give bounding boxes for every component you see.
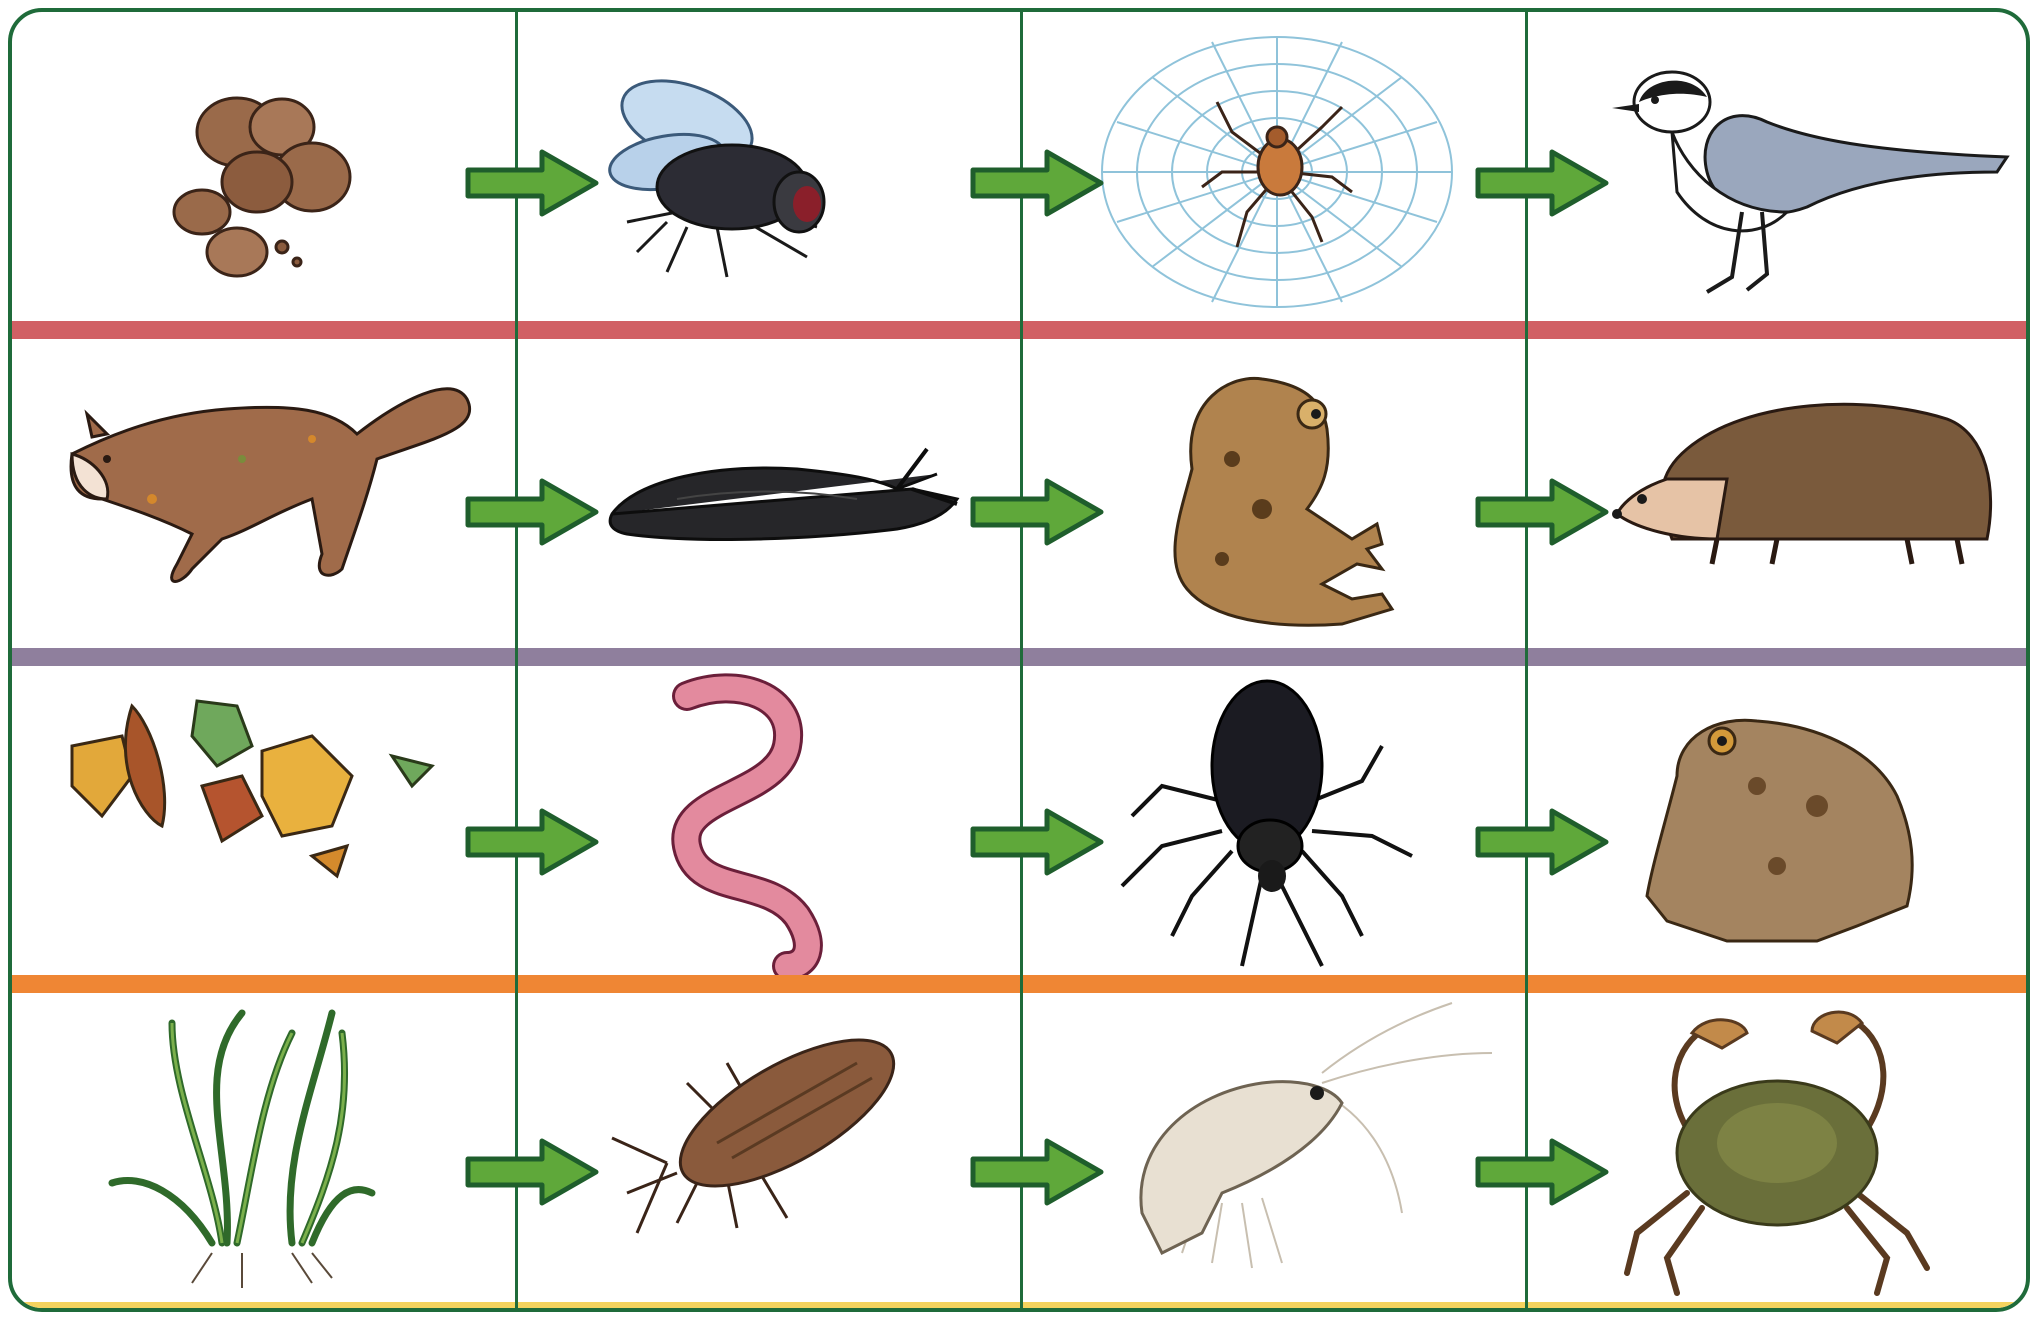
right-arrow-icon [464,807,604,877]
row-2-color-band [12,648,2026,666]
right-arrow-icon [464,1137,604,1207]
right-arrow-icon [1474,477,1614,547]
right-arrow-icon [1474,148,1614,218]
row-4-color-band [12,1302,2026,1312]
row-3-color-band [12,975,2026,993]
right-arrow-icon [969,807,1109,877]
dead-leaves-icon [12,666,512,975]
right-arrow-icon [969,1137,1109,1207]
right-arrow-icon [464,148,604,218]
dead-fox-icon [12,339,512,648]
row-1-color-band [12,321,2026,339]
right-arrow-icon [969,477,1109,547]
seagrass-icon [12,993,512,1302]
food-chain-board [8,8,2030,1312]
right-arrow-icon [1474,1137,1614,1207]
right-arrow-icon [1474,807,1614,877]
right-arrow-icon [464,477,604,547]
right-arrow-icon [969,148,1109,218]
dung-icon [12,12,512,321]
